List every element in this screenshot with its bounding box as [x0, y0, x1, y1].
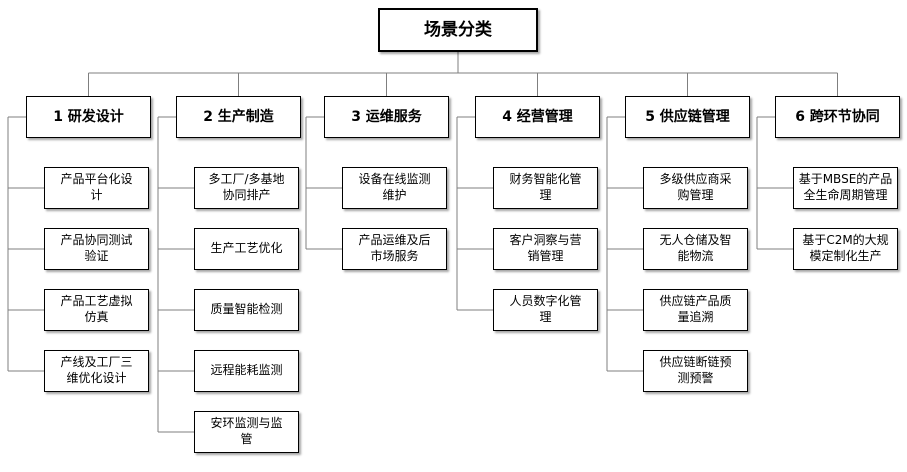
scenario-box: 财务智能化管 理	[493, 167, 598, 209]
scenario-box: 安环监测与监 管	[194, 411, 299, 453]
scenario-box: 产品运维及后 市场服务	[342, 228, 447, 270]
scenario-box: 产品工艺虚拟 仿真	[44, 289, 149, 331]
scenario-box: 产品协同测试 验证	[44, 228, 149, 270]
category-box: 3 运维服务	[324, 96, 449, 138]
category-box: 2 生产制造	[176, 96, 301, 138]
scenario-box: 基于C2M的大规 模定制化生产	[793, 228, 898, 270]
root-node: 场景分类	[378, 8, 538, 52]
scenario-box: 基于MBSE的产品 全生命周期管理	[793, 167, 898, 209]
scenario-box: 远程能耗监测	[194, 350, 299, 392]
scenario-box: 无人仓储及智 能物流	[643, 228, 748, 270]
scenario-box: 设备在线监测 维护	[342, 167, 447, 209]
scenario-box: 多级供应商采 购管理	[643, 167, 748, 209]
scenario-box: 产品平台化设 计	[44, 167, 149, 209]
category-box: 4 经营管理	[475, 96, 600, 138]
scenario-box: 产线及工厂三 维优化设计	[44, 350, 149, 392]
scenario-box: 质量智能检测	[194, 289, 299, 331]
category-box: 1 研发设计	[26, 96, 151, 138]
category-box: 6 跨环节协同	[775, 96, 900, 138]
scenario-box: 生产工艺优化	[194, 228, 299, 270]
scenario-box: 人员数字化管 理	[493, 289, 598, 331]
category-box: 5 供应链管理	[625, 96, 750, 138]
scenario-box: 供应链断链预 测预警	[643, 350, 748, 392]
scenario-box: 多工厂/多基地 协同排产	[194, 167, 299, 209]
scenario-box: 供应链产品质 量追溯	[643, 289, 748, 331]
scenario-box: 客户洞察与营 销管理	[493, 228, 598, 270]
